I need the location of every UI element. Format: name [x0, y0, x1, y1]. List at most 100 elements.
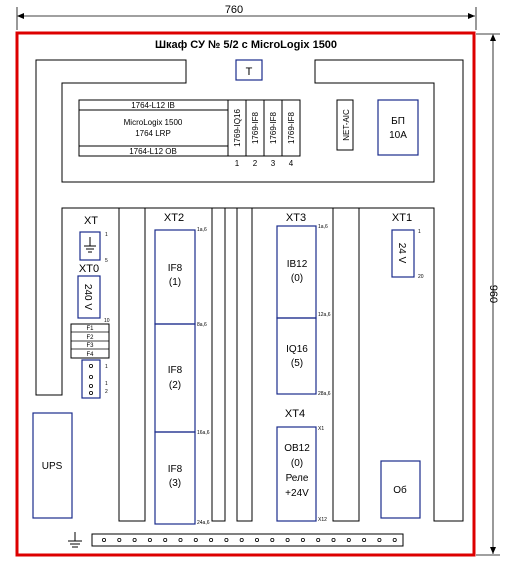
- width-dimension: 760: [16, 4, 477, 30]
- terminal-xt: XT 1 5: [79, 215, 108, 264]
- io-module-name: 1769-IQ16: [233, 109, 242, 147]
- rail-terminal: [285, 538, 290, 543]
- io-module-name: 1769-IF8: [287, 111, 296, 144]
- top-terminal-block: [235, 59, 263, 81]
- height-value: 960: [487, 285, 499, 303]
- xt-label: XT: [84, 215, 98, 227]
- cabinet-title: Шкаф СУ № 5/2 с MicroLogix 1500: [155, 39, 337, 51]
- rail-terminal: [270, 538, 275, 543]
- cable-duct-outline: [35, 59, 464, 522]
- xt0-voltage: 240 V: [82, 284, 93, 310]
- xt2-end-tag: 24a,6: [197, 520, 210, 526]
- vertical-ducts: [118, 207, 360, 522]
- io-module-number: 4: [289, 159, 294, 168]
- io-modules: 1769-IQ16 1769-IF8 1769-IF8 1769-IF8 1 2…: [227, 99, 301, 168]
- net-aic-module: [336, 99, 354, 151]
- bottom-terminal-rail: [91, 533, 404, 547]
- xt2-block-index: (2): [169, 380, 181, 391]
- fuse-label: F1: [86, 326, 94, 332]
- ob-unit: [380, 460, 421, 519]
- io-module-number: 2: [253, 159, 258, 168]
- xt1-voltage: 24 V: [396, 243, 407, 264]
- cabinet-outline: [15, 31, 476, 557]
- rail-terminal: [193, 538, 198, 543]
- io-module-name: 1769-IF8: [251, 111, 260, 144]
- xt2-block-index: (3): [169, 478, 181, 489]
- terminal-xt1: XT1 24 V 1 20: [391, 212, 424, 280]
- xt4-bottom-tag: X12: [318, 517, 327, 523]
- xt1-top-num: 1: [418, 229, 421, 235]
- rail-terminal: [239, 538, 244, 543]
- xt4-line3: Реле: [286, 473, 309, 484]
- rail-terminal: [224, 538, 229, 543]
- fuse-label: F4: [86, 352, 94, 358]
- rail-terminal: [316, 538, 321, 543]
- height-dimension: 960: [476, 33, 500, 556]
- terminal-xt4: XT4 OB12 (0) Реле +24V X1 X12: [276, 408, 327, 523]
- plc-ob-label: 1764-L12 OB: [129, 147, 177, 156]
- terminal-xt2: XT2 IF8 (1) IF8 (2) IF8 (3) 1a,6 8a,6 16…: [154, 212, 210, 526]
- power-supply-line1: БП: [391, 116, 405, 127]
- top-terminal-label: T: [246, 66, 253, 78]
- xt3-block-index: (0): [291, 273, 303, 284]
- xt2-tag: 1a,6: [197, 227, 207, 233]
- xt2-tag: 16a,6: [197, 430, 210, 436]
- xt2-tag: 8a,6: [197, 322, 207, 328]
- rail-terminal: [346, 538, 351, 543]
- rail-terminal: [102, 538, 107, 543]
- rail-terminals: [102, 538, 397, 543]
- xt3-tag: 12a,6: [318, 312, 331, 318]
- io-module-number: 3: [271, 159, 276, 168]
- rail-terminal: [209, 538, 214, 543]
- rail-terminal: [147, 538, 152, 543]
- ups-unit: [32, 412, 73, 519]
- xt2-block-name: IF8: [168, 464, 183, 475]
- xt3-block-name: IQ16: [286, 344, 308, 355]
- rail-terminal: [362, 538, 367, 543]
- rail-terminal: [117, 538, 122, 543]
- fuse-label: F2: [86, 335, 94, 341]
- xt0-lower-terminals: [81, 359, 101, 399]
- terminal-xt3: XT3 IB12 (0) IQ16 (5) 1a,6 12a,6 28a,6: [276, 212, 331, 397]
- xt3-block-name: IB12: [287, 259, 308, 270]
- plc-ib-label: 1764-L12 IB: [131, 101, 175, 110]
- rail-terminal: [178, 538, 183, 543]
- fuse-label: F3: [86, 343, 94, 349]
- xt-top-num: 1: [105, 232, 108, 238]
- xt0-label: XT0: [79, 263, 99, 275]
- xt2-block-name: IF8: [168, 263, 183, 274]
- plc-controller: 1764-L12 IB MicroLogix 1500 1764 LRP 176…: [78, 99, 229, 157]
- xt4-top-tag: X1: [318, 426, 324, 432]
- rail-terminal: [163, 538, 168, 543]
- xt4-label: XT4: [285, 408, 305, 420]
- terminal-xt0: XT0 240 V 10 F1 F2 F3 F4 1 1 2: [70, 263, 110, 399]
- width-value: 760: [225, 4, 243, 16]
- xt2-label: XT2: [164, 212, 184, 224]
- rail-terminal: [377, 538, 382, 543]
- xt4-line1: OB12: [284, 443, 310, 454]
- io-module-number: 1: [235, 159, 240, 168]
- power-supply: [377, 99, 419, 156]
- xt0-right-num: 1: [105, 381, 108, 387]
- xt2-block-index: (1): [169, 277, 181, 288]
- power-supply-line2: 10А: [389, 130, 407, 141]
- rail-terminal: [132, 538, 137, 543]
- xt4-line4: +24V: [285, 488, 309, 499]
- plc-model-line2: 1764 LRP: [135, 129, 171, 138]
- rail-terminal: [331, 538, 336, 543]
- rail-terminal: [300, 538, 305, 543]
- xt0-num-10: 10: [104, 318, 110, 324]
- xt0-right-num: 2: [105, 389, 108, 395]
- xt-bottom-num: 5: [105, 258, 108, 264]
- rail-terminal: [392, 538, 397, 543]
- rail-terminal: [254, 538, 259, 543]
- xt2-block-name: IF8: [168, 365, 183, 376]
- ob-label: Об: [393, 484, 407, 496]
- xt4-line2: (0): [291, 458, 303, 469]
- xt1-bottom-num: 20: [418, 274, 424, 280]
- ground-bus-icon: [68, 532, 82, 548]
- net-aic-label: NET-AIC: [342, 109, 351, 141]
- xt3-block-index: (5): [291, 358, 303, 369]
